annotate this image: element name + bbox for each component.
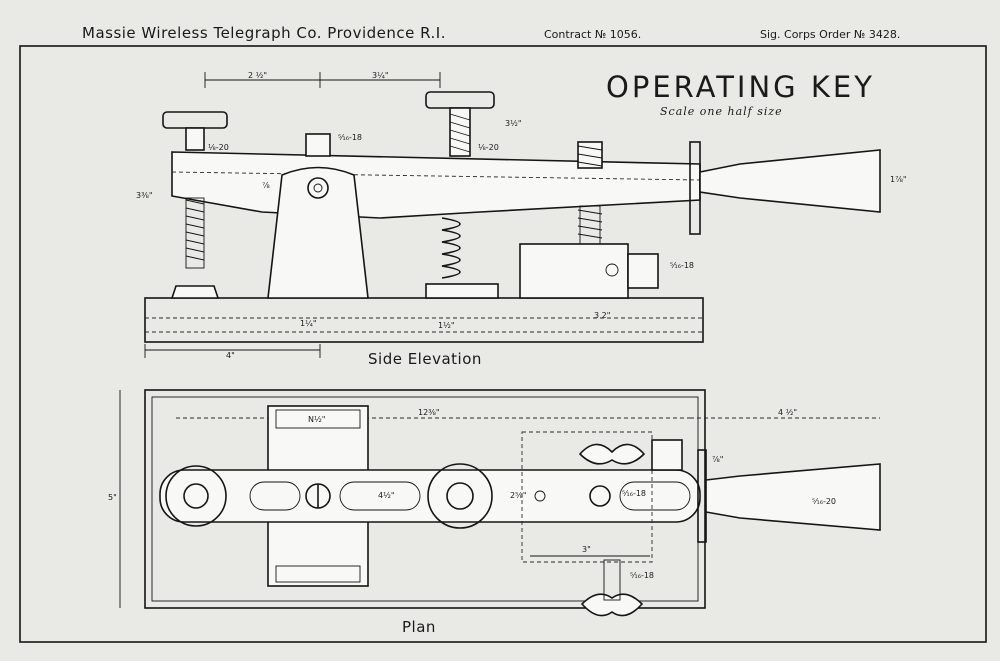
bottom-wing-nut-icon: [580, 593, 644, 617]
dim-height-left: 3⅜": [136, 191, 153, 200]
signal-corps-order: Sig. Corps Order № 3428.: [760, 28, 900, 41]
dim-right-ext: 4 ½": [778, 408, 797, 417]
dim-cross-b: 2⅝": [510, 491, 527, 500]
contact-block-plan: [521, 431, 653, 563]
contract-number: Contract № 1056.: [544, 28, 641, 41]
company-header: Massie Wireless Telegraph Co. Providence…: [82, 24, 446, 42]
dim-small-a: ⁷⁄₈: [262, 181, 270, 190]
tension-spring-icon: [441, 217, 461, 279]
dim-overall: 12⅜": [418, 408, 440, 417]
dim-base-left: 4": [226, 351, 235, 360]
spring-seat: [425, 283, 499, 299]
operating-knob-icon: [699, 149, 881, 213]
lever-bar-plan: [159, 469, 701, 523]
pivot-bracket: [267, 166, 369, 299]
dim-bottom-span: 3": [582, 545, 591, 554]
drawing-border: [19, 45, 987, 643]
dim-width: 5": [108, 493, 117, 502]
left-contact-foot: [170, 285, 220, 299]
contact-block: [519, 243, 629, 299]
side-elevation-label: Side Elevation: [368, 350, 482, 368]
plan-base-plate: [144, 389, 706, 609]
dim-screw-f: ⁵⁄₁₆-18: [630, 571, 654, 580]
left-threaded-rod: [185, 199, 205, 261]
lever-arm: [171, 151, 701, 219]
dim-screw-d: ⅛-20: [478, 143, 499, 152]
dim-right-span: 3½": [505, 119, 522, 128]
dim-base-center: 1½": [438, 321, 455, 330]
dim-top-frame: N½": [308, 415, 325, 424]
dim-cross-a: 4½": [378, 491, 395, 500]
base-plate: [144, 297, 704, 343]
top-wing-nut-icon: [578, 443, 646, 465]
side-elevation: 2 ½" 3¼" ⁵⁄₁₆-18 ⅛-20 3⅜" ⅛-20 3½": [136, 71, 907, 368]
dim-top-mid: 3¼": [372, 71, 389, 80]
binding-post-plan: [651, 439, 683, 471]
dim-screw-a: ⁵⁄₁₆-18: [338, 133, 362, 142]
tension-knob-plan-icon: [427, 463, 493, 529]
left-knob-plan-icon: [165, 465, 227, 527]
dim-small-b: ⅞": [712, 455, 723, 464]
drawing-title: OPERATING KEY: [606, 70, 875, 104]
plan-label: Plan: [402, 618, 436, 636]
binding-post-side: [627, 253, 659, 289]
dim-screw-b: ⅛-20: [208, 143, 229, 152]
left-adjust-knob-icon: [162, 111, 228, 129]
dim-knob-dia: 1⅞": [890, 175, 907, 184]
tension-knob-icon: [425, 91, 495, 109]
dim-base-right: 3 2": [594, 311, 610, 320]
pivot-pin-icon: [307, 177, 329, 199]
dim-handle: ⁵⁄₁₆-20: [812, 497, 836, 506]
plan-view: 12⅜" 4 ½" 5" N½" 4½" 2⅝" ⁵⁄₁₆-18 ⁵⁄₁₆: [108, 389, 881, 636]
dim-screw-c: ⁵⁄₁₆-18: [670, 261, 694, 270]
dim-top-left: 2 ½": [248, 71, 267, 80]
operating-knob-plan-icon: [705, 463, 881, 531]
dim-base-mid: 1¼": [300, 319, 317, 328]
top-binding-post: [305, 133, 331, 157]
dim-screw-e: ⁵⁄₁₆-18: [622, 489, 646, 498]
scale-note: Scale one half size: [660, 105, 783, 118]
